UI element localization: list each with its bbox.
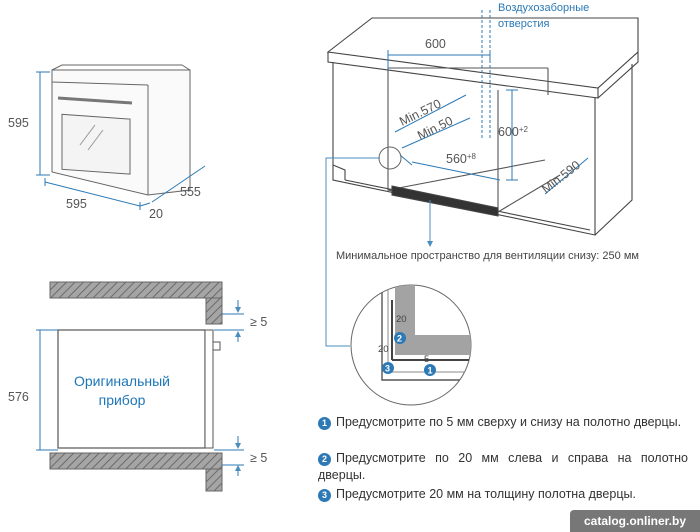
oven-width-label: 595 — [66, 197, 87, 211]
section-drawing — [49, 281, 223, 492]
oven-front-label: 20 — [149, 207, 163, 221]
detail-marker-3: 3 — [385, 364, 390, 374]
note-2-number: 2 — [318, 453, 331, 466]
section-dim-lines — [36, 300, 244, 476]
appliance-label: Оригинальный прибор — [73, 373, 171, 408]
cabinet-height-label: 600+2 — [498, 125, 529, 139]
section-height-label: 576 — [8, 390, 29, 404]
oven-dim-lines — [36, 71, 206, 210]
cabinet-width-label: 600 — [425, 37, 446, 51]
cabinet-depth-label: 560+8 — [446, 152, 477, 166]
air-intake-label: Воздухозаборные отверстия — [498, 0, 589, 32]
section-gap-bottom-label: ≥ 5 — [250, 451, 267, 465]
detail-marker-2: 2 — [397, 334, 402, 344]
detail-connector — [325, 157, 380, 347]
detail-marker-circle — [378, 146, 402, 170]
note-1-text: Предусмотрите по 5 мм сверху и снизу на … — [336, 415, 682, 429]
detail-20-top: 20 — [396, 314, 407, 325]
cabinet-dim-lines — [387, 50, 589, 195]
section-gap-top-label: ≥ 5 — [250, 315, 267, 329]
watermark: catalog.onliner.by — [570, 510, 700, 532]
detail-marker-1: 1 — [428, 366, 433, 376]
note-3-text: Предусмотрите 20 мм на толщину полотна д… — [336, 487, 636, 501]
note-3: 3 Предусмотрите 20 мм на толщину полотна … — [318, 486, 688, 503]
cabinet-min-depth-label: Min.590 — [539, 158, 583, 196]
note-1: 1 Предусмотрите по 5 мм сверху и снизу на… — [318, 414, 688, 431]
detail-zoom: 20 20 5 2 3 1 — [350, 284, 472, 406]
oven-height-label: 595 — [8, 116, 29, 130]
detail-20-left: 20 — [378, 344, 389, 355]
cabinet-drawing — [326, 17, 639, 236]
vent-caption: Минимальное пространство для вентиляции … — [336, 250, 639, 262]
oven-depth-label: 555 — [180, 185, 201, 199]
detail-5: 5 — [424, 354, 429, 365]
note-2-text: Предусмотрите по 20 мм слева и справа на… — [318, 451, 688, 482]
note-1-number: 1 — [318, 417, 331, 430]
note-3-number: 3 — [318, 489, 331, 502]
air-intake-label-line1: Воздухозаборные — [498, 2, 590, 14]
air-intake-label-line2: отверстия — [498, 18, 550, 30]
oven-drawing — [51, 64, 191, 196]
